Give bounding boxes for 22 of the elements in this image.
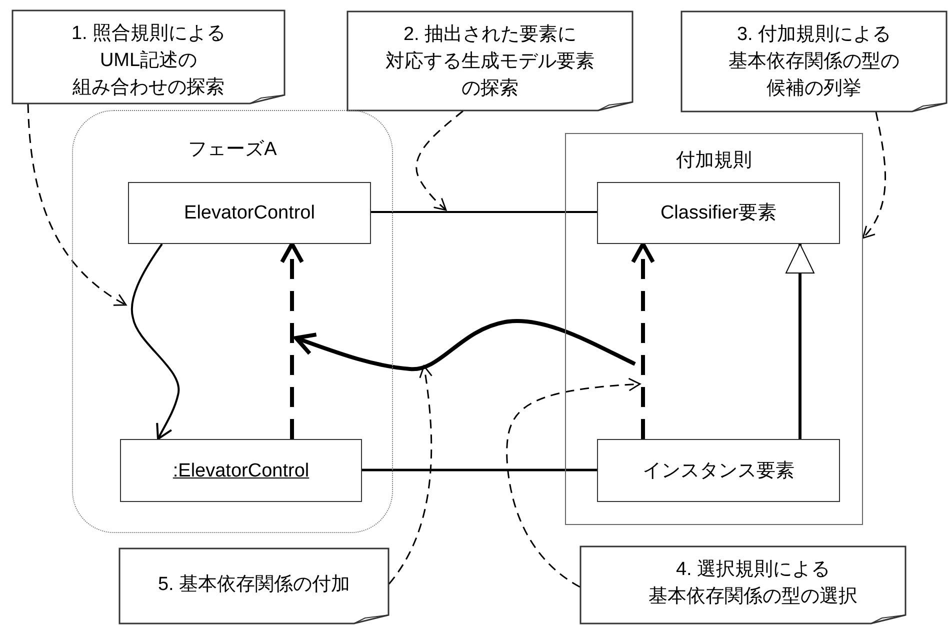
dependency-arrow: [280, 242, 304, 439]
instance-box: インスタンス要素: [597, 439, 840, 502]
note-box: 5. 基本依存関係の付加: [119, 548, 389, 624]
note-box: 3. 付加規則による基本依存関係の型の候補の列挙: [681, 11, 947, 112]
dependency-arrow: [631, 242, 655, 439]
note-box: 4. 選択規則による基本依存関係の型の選択: [580, 546, 906, 624]
leader-line: [388, 365, 432, 584]
class-box: Classifier要素: [597, 182, 840, 244]
leader-line: [506, 378, 641, 588]
leader-line: [862, 112, 886, 239]
package-frame: フェーズA ElevatorControl :ElevatorControl: [72, 110, 393, 533]
generalization-arrow: [786, 244, 814, 439]
association-line: [362, 468, 597, 472]
association-line: [371, 211, 597, 213]
rule-frame: 付加規則 Classifier要素 インスタンス要素: [565, 133, 863, 525]
instance-box: :ElevatorControl: [120, 439, 362, 502]
note-box: 2. 抽出された要素に対応する生成モデル要素の探索: [347, 11, 633, 111]
note-box: 1. 照合規則によるUML記述の組み合わせの探索: [12, 10, 285, 104]
arrow: [130, 243, 180, 440]
class-box: ElevatorControl: [128, 182, 371, 244]
leader-line: [27, 104, 127, 306]
leader-line: [416, 110, 464, 211]
